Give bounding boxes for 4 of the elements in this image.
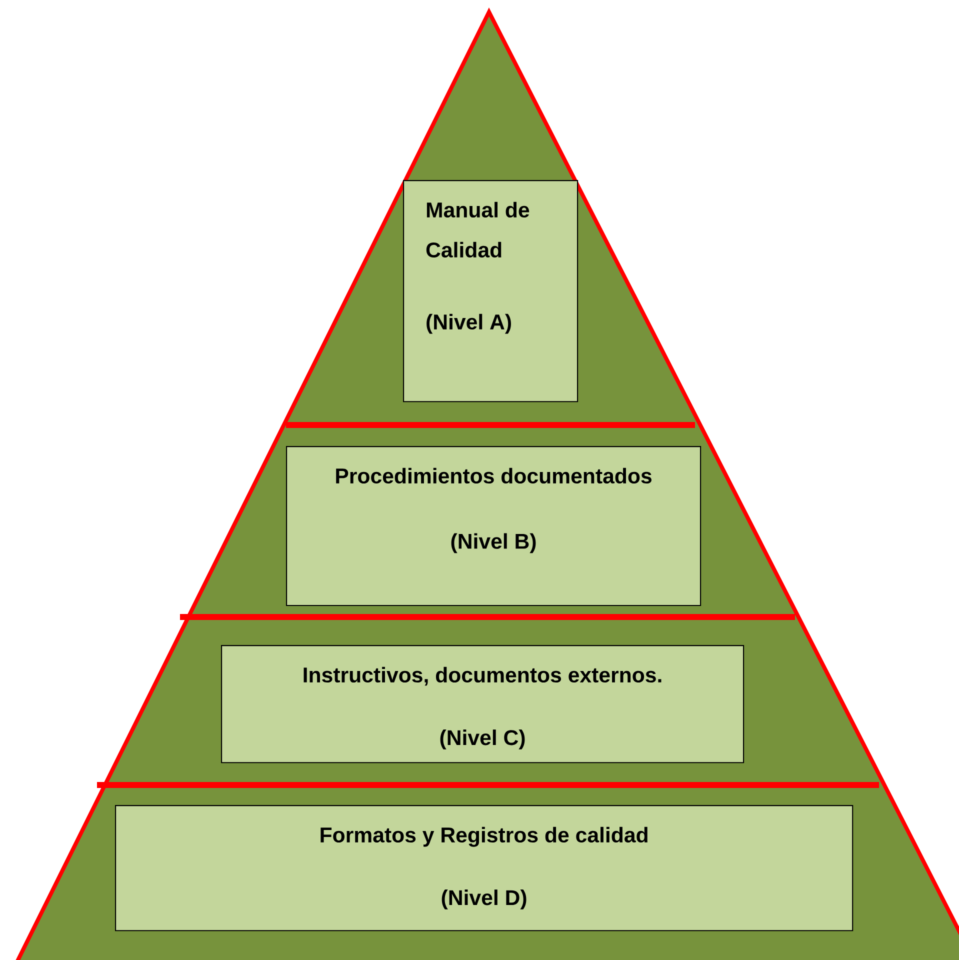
level-box: Manual de Calidad (Nivel A) bbox=[403, 180, 578, 402]
level-box: Procedimientos documentados (Nivel B) bbox=[286, 446, 702, 606]
level-box: Formatos y Registros de calidad (Nivel D) bbox=[115, 805, 854, 932]
level-box: Instructivos, documentos externos. (Nivel C) bbox=[221, 645, 744, 764]
